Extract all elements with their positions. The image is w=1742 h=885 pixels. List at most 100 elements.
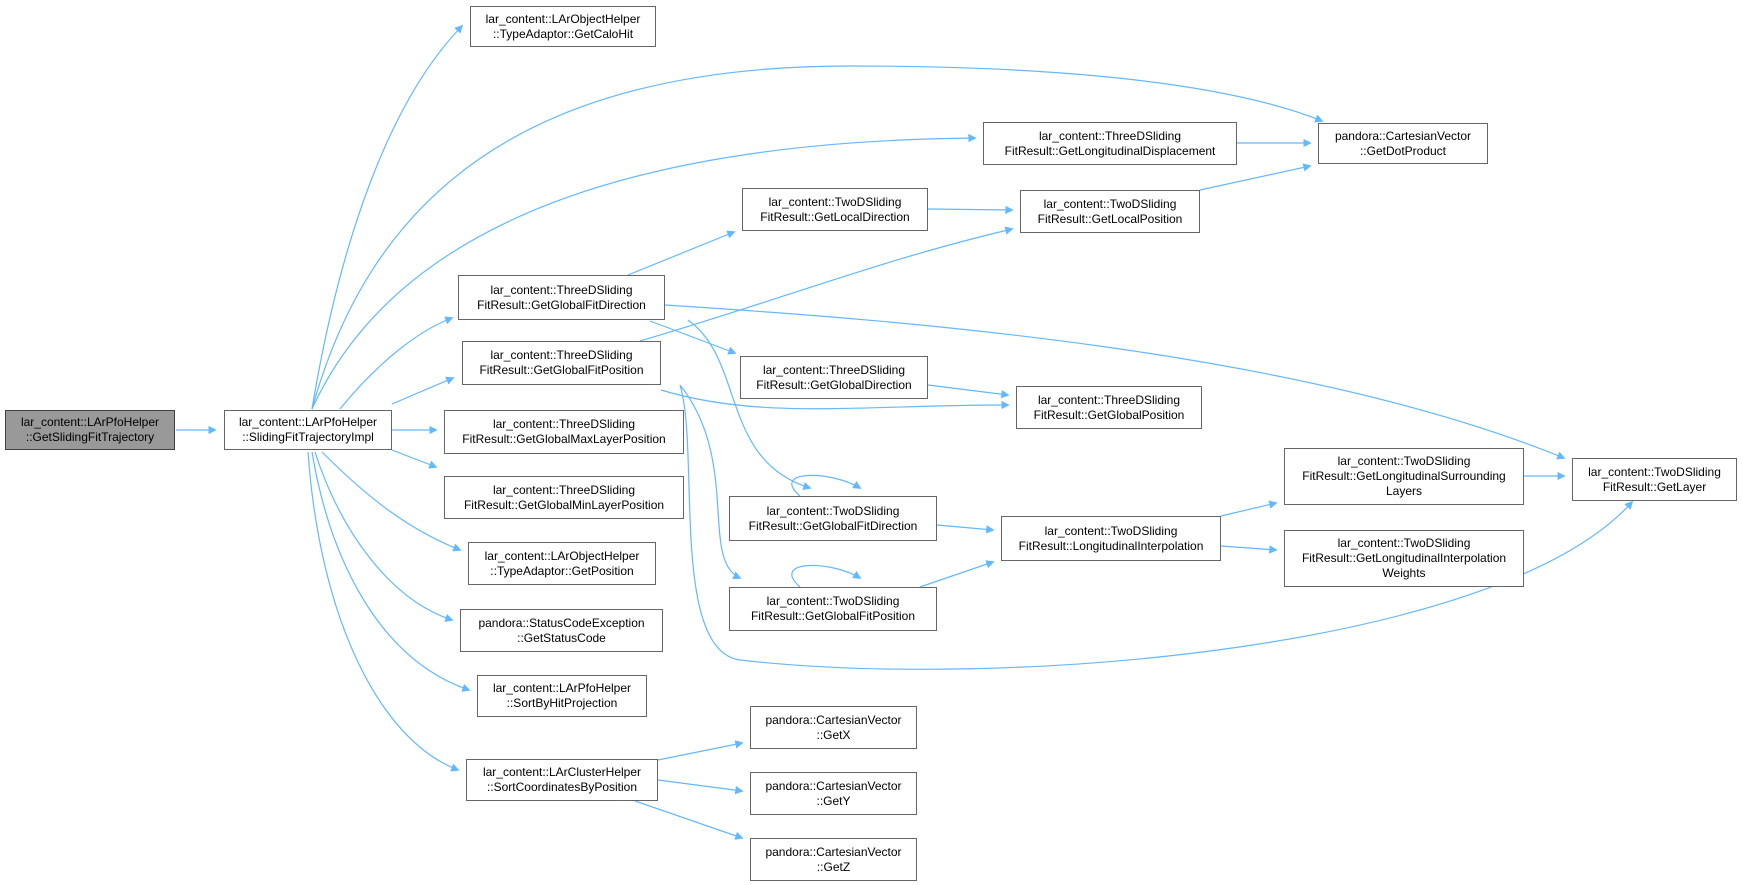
node-label-line: lar_content::TwoDSliding bbox=[1044, 523, 1178, 538]
node-label-line: lar_content::TwoDSliding bbox=[766, 503, 900, 518]
function-node[interactable]: lar_content::LArObjectHelper::TypeAdapto… bbox=[468, 542, 656, 585]
edge-n23-to-n24 bbox=[657, 779, 744, 795]
edge-n5-to-n6 bbox=[927, 205, 1014, 215]
edge-n7-to-n15 bbox=[687, 319, 812, 491]
edge-n1-to-n12 bbox=[391, 449, 438, 469]
edge-n1-to-n2 bbox=[311, 24, 464, 410]
edge-n7-to-n5 bbox=[627, 230, 736, 276]
node-label-line: FitResult::GetGlobalFitPosition bbox=[479, 363, 644, 377]
edge-n7-to-n14 bbox=[664, 304, 1566, 460]
node-label-line: lar_content::TwoDSliding bbox=[1337, 454, 1471, 468]
node-label-line: FitResult::GetGlobalDirection bbox=[756, 377, 912, 392]
node-label-line: ::TypeAdaptor::GetCaloHit bbox=[492, 26, 634, 41]
node-label-line: ::SortByHitProjection bbox=[506, 696, 618, 710]
node-label-line: FitResult::GetLongitudinalSurrounding bbox=[1302, 469, 1506, 483]
edge-n8-to-n14 bbox=[679, 384, 1634, 670]
node-label-line: lar_content::LArPfoHelper bbox=[20, 415, 160, 429]
node-label-line: ::GetStatusCode bbox=[517, 630, 606, 645]
edge-n1-to-n7 bbox=[339, 316, 454, 410]
node-label-line: lar_content::ThreeDSliding bbox=[1037, 392, 1181, 407]
edge-n16-to-n17 bbox=[1220, 545, 1278, 554]
edge-n19-to-n19 bbox=[791, 564, 862, 588]
node-label-line: FitResult::GetGlobalFitDirection bbox=[477, 297, 646, 312]
edge-n23-to-n22 bbox=[657, 740, 744, 761]
node-label-line: lar_content::TwoDSliding bbox=[1043, 196, 1177, 211]
function-node[interactable]: pandora::CartesianVector::GetX bbox=[750, 706, 917, 749]
edge-n1-to-n8 bbox=[391, 376, 455, 405]
edge-n6-to-n3 bbox=[1199, 163, 1312, 191]
node-label-line: lar_content::ThreeDSliding bbox=[492, 417, 636, 431]
node-label-line: ::GetX bbox=[816, 727, 851, 742]
node-label-line: FitResult::GetGlobalFitPosition bbox=[750, 609, 916, 623]
function-node[interactable]: pandora::CartesianVector::GetDotProduct bbox=[1318, 123, 1488, 164]
node-label-line: lar_content::ThreeDSliding bbox=[1038, 128, 1182, 143]
edge-n1-to-n18 bbox=[321, 451, 462, 552]
node-label-line: ::SlidingFitTrajectoryImpl bbox=[242, 430, 374, 444]
node-label-line: lar_content::LArObjectHelper bbox=[485, 11, 641, 26]
function-node[interactable]: pandora::StatusCodeException::GetStatusC… bbox=[460, 609, 663, 652]
edge-n8-to-n6 bbox=[639, 226, 1014, 342]
node-label-line: lar_content::TwoDSliding bbox=[1588, 464, 1721, 479]
node-label-line: lar_content::ThreeDSliding bbox=[490, 282, 633, 297]
edge-n19-to-n16 bbox=[919, 560, 995, 588]
node-label-line: FitResult::GetGlobalMinLayerPosition bbox=[463, 497, 665, 512]
edge-n23-to-n25 bbox=[634, 800, 744, 840]
function-node[interactable]: pandora::CartesianVector::GetY bbox=[750, 772, 917, 815]
node-label-line: lar_content::LArClusterHelper bbox=[482, 765, 642, 779]
node-label-line: lar_content::TwoDSliding bbox=[766, 594, 900, 608]
node-label-line: FitResult::GetGlobalMaxLayerPosition bbox=[462, 432, 666, 446]
node-label-line: lar_content::LArPfoHelper bbox=[238, 415, 378, 429]
root-function-node: lar_content::LArPfoHelper::GetSlidingFit… bbox=[5, 410, 175, 450]
node-label-line: ::GetY bbox=[816, 793, 851, 808]
node-label-line: ::TypeAdaptor::GetPosition bbox=[490, 563, 634, 578]
node-label-line: pandora::StatusCodeException bbox=[478, 615, 645, 630]
node-label-line: FitResult::LongitudinalInterpolation bbox=[1018, 538, 1204, 553]
function-node[interactable]: lar_content::LArObjectHelper::TypeAdapto… bbox=[470, 6, 656, 47]
edge-n8-to-n10 bbox=[660, 389, 1010, 410]
edge-n1-to-n3 bbox=[311, 65, 1324, 410]
node-label-line: lar_content::ThreeDSliding bbox=[490, 348, 633, 362]
node-label-line: ::SortCoordinatesByPosition bbox=[486, 780, 638, 794]
node-label-line: FitResult::GetLongitudinalDisplacement bbox=[1004, 143, 1216, 158]
node-label-line: pandora::CartesianVector bbox=[1334, 128, 1472, 143]
node-label-line: Weights bbox=[1382, 566, 1426, 580]
node-label-line: pandora::CartesianVector bbox=[765, 712, 902, 727]
function-node[interactable]: lar_content::LArPfoHelper::SortByHitProj… bbox=[477, 675, 647, 717]
node-label-line: Layers bbox=[1385, 484, 1423, 498]
node-label-line: pandora::CartesianVector bbox=[765, 844, 902, 859]
function-node[interactable]: lar_content::LArClusterHelper::SortCoord… bbox=[466, 759, 658, 801]
edge-n1-to-n20 bbox=[314, 451, 454, 622]
node-label-line: FitResult::GetLayer bbox=[1602, 479, 1707, 494]
function-node[interactable]: lar_content::LArPfoHelper::SlidingFitTra… bbox=[224, 410, 392, 450]
node-label-line: lar_content::LArPfoHelper bbox=[492, 681, 632, 695]
edge-n16-to-n13 bbox=[1220, 500, 1278, 517]
node-label-line: pandora::CartesianVector bbox=[765, 778, 902, 793]
edge-n1-to-n4 bbox=[311, 133, 977, 410]
node-label-line: FitResult::GetLocalPosition bbox=[1037, 211, 1183, 226]
edge-n7-to-n9 bbox=[649, 320, 737, 355]
node-label-line: FitResult::GetLocalDirection bbox=[760, 209, 910, 224]
function-node[interactable]: pandora::CartesianVector::GetZ bbox=[750, 838, 917, 881]
node-label-line: lar_content::ThreeDSliding bbox=[492, 482, 636, 497]
node-label-line: FitResult::GetGlobalFitDirection bbox=[748, 518, 918, 533]
node-label-line: ::GetDotProduct bbox=[1359, 143, 1447, 158]
node-label-line: ::GetSlidingFitTrajectory bbox=[25, 430, 155, 444]
edge-n8-to-n19 bbox=[679, 384, 742, 580]
node-label-line: lar_content::TwoDSliding bbox=[768, 194, 902, 209]
